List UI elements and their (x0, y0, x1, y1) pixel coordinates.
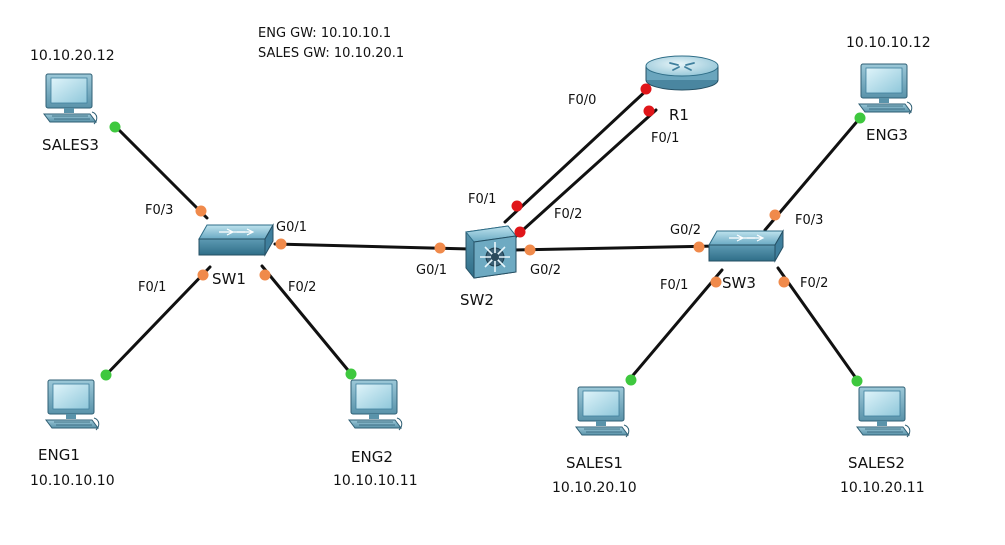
port-label-sw3-g02: G0/2 (670, 223, 701, 238)
port-dot-sw1-f01 (197, 269, 209, 281)
device-name-eng1: ENG1 (38, 446, 80, 464)
port-label-sw3-f01: F0/1 (660, 278, 688, 293)
pc-eng3-icon[interactable] (858, 63, 913, 115)
port-label-sw1-g01: G0/1 (276, 220, 307, 235)
link-sw2-r1-f00 (503, 86, 651, 224)
port-dot-eng1-nic (100, 369, 112, 381)
device-name-sw3: SW3 (722, 274, 756, 292)
device-name-sales3: SALES3 (42, 136, 99, 154)
port-label-sw1-f03: F0/3 (145, 203, 173, 218)
link-eng1-sw1 (103, 265, 212, 378)
link-sales2-sw3 (776, 266, 860, 383)
port-dot-sales1-nic (625, 374, 637, 386)
port-dot-r1-f00 (640, 83, 652, 95)
pc-eng2-icon[interactable] (348, 379, 403, 431)
port-dot-sw3-f02 (778, 276, 790, 288)
switch-sw1-icon[interactable] (198, 224, 274, 256)
device-name-sales2: SALES2 (848, 454, 905, 472)
device-name-sales1: SALES1 (566, 454, 623, 472)
port-dot-r1-f01 (643, 105, 655, 117)
port-dot-sw1-f03 (195, 205, 207, 217)
ip-eng1: 10.10.10.10 (30, 473, 115, 489)
port-label-sw1-f02: F0/2 (288, 280, 316, 295)
port-indicators (100, 83, 866, 387)
port-label-sw1-f01: F0/1 (138, 280, 166, 295)
pc-sales1-icon[interactable] (575, 386, 630, 438)
device-name-eng2: ENG2 (351, 448, 393, 466)
device-name-r1: R1 (669, 106, 689, 124)
port-label-sw2-g01: G0/1 (416, 263, 447, 278)
port-label-r1-f00: F0/0 (568, 93, 596, 108)
port-dot-eng3-nic (854, 112, 866, 124)
sales-gateway-note: SALES GW: 10.10.20.1 (258, 46, 404, 61)
ip-eng2: 10.10.10.11 (333, 473, 418, 489)
port-label-sw2-g02: G0/2 (530, 263, 561, 278)
ip-sales1: 10.10.20.10 (552, 480, 637, 496)
ip-sales3: 10.10.20.12 (30, 48, 115, 64)
port-dot-sw2-g01 (434, 242, 446, 254)
port-dot-sw3-f01 (710, 276, 722, 288)
port-dot-sales2-nic (851, 375, 863, 387)
link-sales3-sw1 (113, 124, 209, 220)
device-name-sw1: SW1 (212, 270, 246, 288)
port-dot-sales3-nic (109, 121, 121, 133)
ip-sales2: 10.10.20.11 (840, 480, 925, 496)
port-dot-sw1-f02 (259, 269, 271, 281)
port-dot-eng2-nic (345, 368, 357, 380)
eng-gateway-note: ENG GW: 10.10.10.1 (258, 26, 391, 41)
port-dot-sw2-g02 (524, 244, 536, 256)
port-label-r1-f01: F0/1 (651, 131, 679, 146)
port-dot-sw2-f01 (511, 200, 523, 212)
router-r1-icon[interactable] (645, 55, 719, 91)
pc-sales2-icon[interactable] (856, 386, 911, 438)
pc-eng1-icon[interactable] (45, 379, 100, 431)
port-label-sw2-f02: F0/2 (554, 207, 582, 222)
device-name-sw2: SW2 (460, 291, 494, 309)
pc-sales3-icon[interactable] (43, 73, 98, 125)
port-dot-sw2-f02 (514, 226, 526, 238)
link-sales1-sw3 (627, 268, 724, 382)
ip-eng3: 10.10.10.12 (846, 35, 931, 51)
link-eng2-sw1 (260, 264, 354, 377)
link-eng3-sw3 (763, 116, 862, 232)
link-sw2-r1-f01 (512, 108, 658, 240)
link-sw2-sw3 (511, 244, 719, 252)
port-label-sw3-f02: F0/2 (800, 276, 828, 291)
port-dot-sw1-g01 (275, 238, 287, 250)
device-name-eng3: ENG3 (866, 126, 908, 144)
links (103, 86, 862, 383)
port-label-sw3-f03: F0/3 (795, 213, 823, 228)
port-dot-sw3-g02 (693, 241, 705, 253)
multilayer-switch-sw2-icon[interactable] (465, 225, 517, 279)
port-dot-sw3-f03 (769, 209, 781, 221)
port-label-sw2-f01: F0/1 (468, 192, 496, 207)
switch-sw3-icon[interactable] (708, 230, 784, 262)
